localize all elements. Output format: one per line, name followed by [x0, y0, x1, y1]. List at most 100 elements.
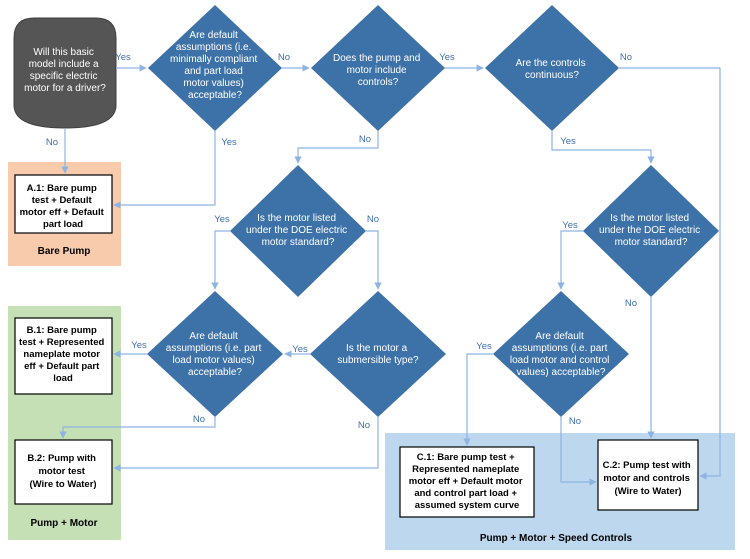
decision-line: submersible type? [337, 355, 419, 366]
bare-pump-panel-title: Bare Pump [38, 246, 91, 257]
speed-controls-panel-title: Pump + Motor + Speed Controls [480, 533, 633, 544]
decision-line: motor standard? [615, 237, 688, 248]
start-line: specific electric [30, 71, 98, 82]
outcome-c2-box [597, 439, 699, 511]
box-line: test + Default [32, 195, 93, 206]
no-label: No [358, 420, 370, 431]
outcome-b1-box [14, 317, 113, 395]
pump-motor-panel-title: Pump + Motor [31, 518, 98, 529]
decision-motor-listed-left [230, 165, 366, 297]
decision-line: assumptions (i.e. part [512, 343, 608, 354]
decision-line: assumptions (i.e. [176, 42, 252, 53]
connector [211, 230, 230, 290]
box-line: nameplate motor [23, 349, 100, 360]
box-line: load [53, 373, 73, 384]
outcome-a1-text: A.1: Bare pump test + Default motor eff … [20, 183, 107, 230]
box-line: Represented nameplate [412, 464, 519, 475]
decision-part-load-motor-control [493, 291, 629, 417]
decision-line: motor values) [183, 78, 244, 89]
decision-line: Does the pump and [333, 53, 420, 64]
decision-text: Is the motor a submersible type? [337, 343, 419, 366]
box-line: (Wire to Water) [29, 479, 96, 490]
outcome-c1-box [399, 446, 535, 518]
box-line: C.2: Pump test with [603, 460, 691, 471]
decision-line: under the DOE electric [246, 225, 347, 236]
decision-line: motor include [347, 65, 407, 76]
decision-line: Is the motor listed [610, 213, 689, 224]
box-line: part load [43, 219, 83, 230]
box-line: C.1: Bare pump test + [417, 452, 515, 463]
decision-line: Are default [189, 30, 238, 41]
decision-line: Is the motor a [346, 343, 408, 354]
decision-line: acceptable? [188, 90, 242, 101]
yes-label: Yes [292, 344, 308, 355]
decision-controls-continuous [485, 5, 619, 131]
decision-line: load motor and control [510, 355, 610, 366]
connector [59, 417, 216, 439]
outcome-a1-box [14, 174, 113, 234]
decision-text: Is the motor listed under the DOE electr… [246, 213, 350, 248]
no-label: No [625, 298, 637, 309]
yes-label: Yes [476, 341, 492, 352]
start-node [13, 17, 117, 129]
decision-text: Are default assumptions (i.e. part load … [166, 331, 264, 378]
decision-line: under the DOE electric [599, 225, 700, 236]
decision-line: Are the controls [516, 58, 586, 69]
connector [551, 131, 655, 164]
decision-text: Is the motor listed under the DOE electr… [599, 213, 703, 248]
box-line: test + Represented [19, 337, 104, 348]
box-line: B.2: Pump with [27, 453, 96, 464]
no-label: No [193, 414, 205, 425]
yes-label: Yes [562, 220, 578, 231]
decision-line: continuous? [525, 70, 579, 81]
no-label: No [620, 52, 632, 63]
start-text: Will this basic model include a specific… [24, 47, 106, 94]
decision-line: minimally compliant [170, 54, 257, 65]
connector [366, 230, 382, 290]
decision-line: Are default [535, 331, 584, 342]
box-line: and control part load + [414, 488, 517, 499]
decision-line: Is the motor listed [257, 213, 336, 224]
decision-default-assumptions [148, 5, 282, 131]
box-line: motor eff + Default motor [409, 476, 523, 487]
yes-label: Yes [131, 340, 147, 351]
no-label: No [569, 416, 581, 427]
box-line: motor test [38, 466, 85, 477]
connector [463, 353, 493, 446]
decision-text: Does the pump and motor include controls… [333, 53, 423, 88]
connector [560, 417, 597, 486]
decision-part-load-motor [147, 291, 283, 417]
connector [557, 230, 583, 290]
no-label: No [359, 134, 371, 145]
decision-line: acceptable? [188, 367, 242, 378]
box-line: (Wire to Water) [614, 486, 681, 497]
decision-line: controls? [358, 77, 399, 88]
yes-label: Yes [221, 137, 237, 148]
outcome-c2-text: C.2: Pump test with motor and controls (… [603, 460, 694, 497]
start-line: Will this basic [33, 47, 94, 58]
decision-line: assumptions (i.e. part [166, 343, 262, 354]
outcome-b2-text: B.2: Pump with motor test (Wire to Water… [27, 453, 98, 490]
decision-text: Are default assumptions (i.e. minimally … [170, 30, 260, 101]
no-label: No [46, 137, 58, 148]
decision-line: load motor values) [172, 355, 254, 366]
connector [294, 131, 379, 164]
outcome-b1-text: B.1: Bare pump test + Represented namepl… [19, 325, 107, 384]
yes-label: Yes [115, 52, 131, 63]
box-line: motor and controls [603, 473, 690, 484]
decision-pump-motor-controls [311, 5, 445, 131]
decision-line: values) acceptable? [517, 367, 606, 378]
box-line: motor eff + Default [20, 207, 105, 218]
yes-label: Yes [214, 214, 230, 225]
yes-label: Yes [439, 52, 455, 63]
no-label: No [367, 214, 379, 225]
box-line: A.1: Bare pump [27, 183, 97, 194]
no-label: No [278, 52, 290, 63]
outcome-b2-box [14, 439, 113, 505]
connector [619, 67, 721, 480]
decision-line: Are default [189, 331, 238, 342]
decision-text: Are default assumptions (i.e. part load … [510, 331, 612, 378]
decision-line: and part load [184, 66, 242, 77]
box-line: assumed system curve [415, 500, 520, 511]
